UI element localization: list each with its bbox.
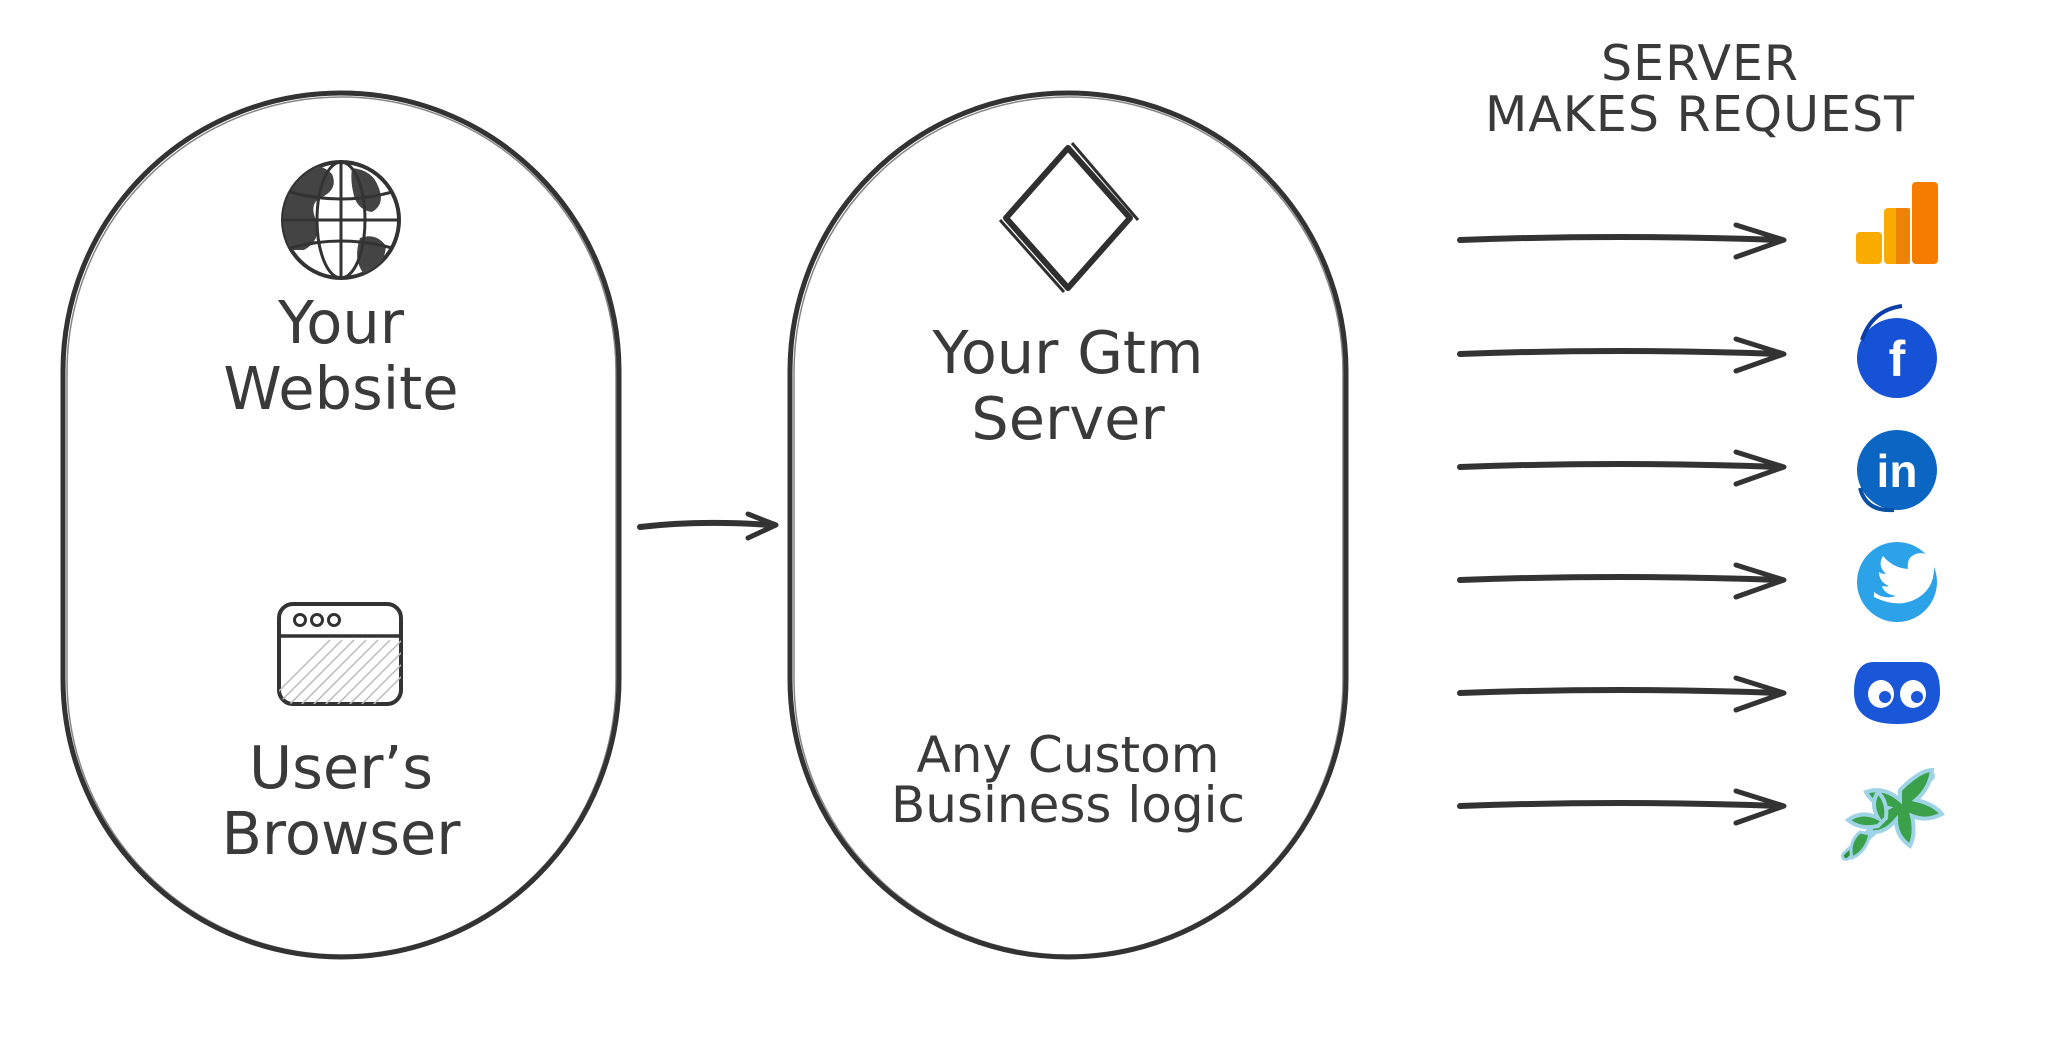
cookie-monster-eyes-icon [1854, 662, 1940, 724]
business-logic-line1: Any Custom [916, 726, 1220, 784]
client-to-server-arrow [637, 511, 779, 541]
gtm-server-label-line2: Server [971, 384, 1165, 454]
gtm-server-label: Your Gtm Server [888, 318, 1248, 454]
website-label: Your Website [201, 288, 481, 424]
destinations-header-line2: MAKES REQUEST [1484, 86, 1915, 144]
google-analytics-icon [1856, 182, 1938, 264]
browser-window-icon [277, 602, 403, 706]
request-arrow [1457, 675, 1787, 713]
browser-label: User’s Browser [201, 733, 481, 869]
website-label-line1: Your [278, 288, 404, 357]
server-panel-outline [787, 90, 1349, 960]
leaf-icon [1841, 767, 1946, 861]
business-logic-line2: Business logic [891, 776, 1245, 834]
request-arrow [1457, 562, 1787, 600]
globe-icon [281, 160, 401, 280]
svg-text:in: in [1877, 445, 1918, 497]
facebook-icon: f [1857, 304, 1937, 398]
business-logic-label: Any Custom Business logic [868, 730, 1268, 830]
gtm-server-label-line1: Your Gtm [932, 318, 1204, 387]
destinations-header: SERVER MAKES REQUEST [1440, 38, 1960, 141]
twitter-icon [1857, 542, 1941, 622]
request-arrow [1457, 788, 1787, 826]
request-arrow [1457, 449, 1787, 487]
client-panel-outline [60, 90, 622, 960]
website-label-line2: Website [223, 354, 459, 424]
browser-label-line1: User’s [249, 733, 433, 802]
gtm-diamond-icon [998, 142, 1140, 293]
browser-label-line2: Browser [221, 799, 461, 869]
destinations-header-line1: SERVER [1601, 35, 1799, 92]
linkedin-icon: in [1857, 430, 1937, 513]
svg-text:f: f [1889, 331, 1906, 387]
request-arrow [1457, 336, 1787, 374]
request-arrow [1457, 222, 1787, 260]
